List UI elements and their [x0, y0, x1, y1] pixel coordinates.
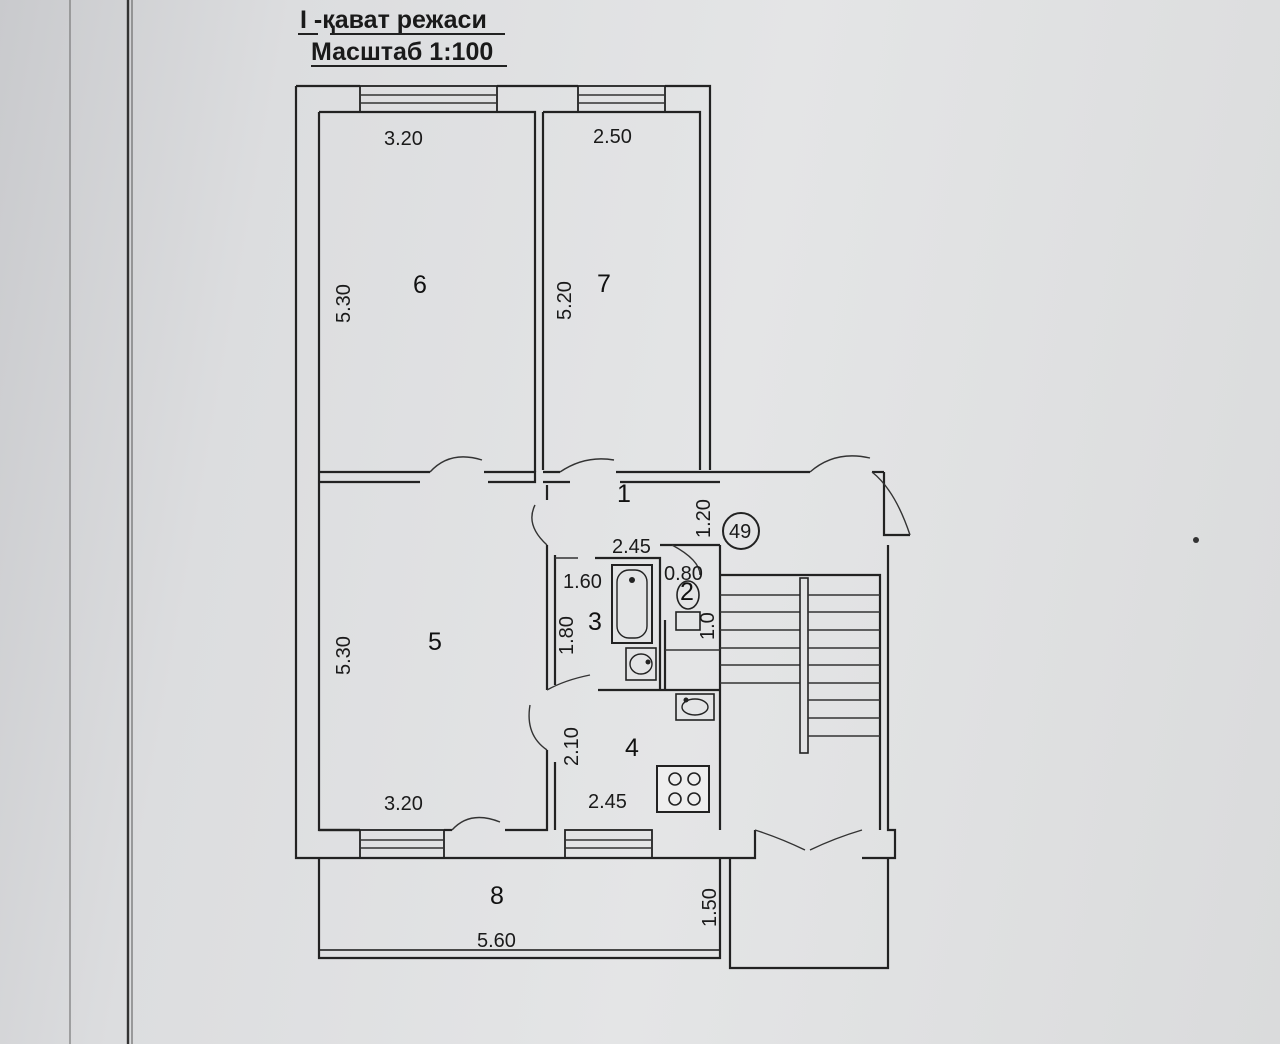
dimension-label: 1.50 [699, 888, 721, 927]
staircase [720, 471, 911, 860]
room-number: 1 [617, 480, 631, 508]
room-number: 2 [680, 578, 694, 606]
room-number: 8 [490, 882, 504, 910]
floor-title: I -қават режаси [300, 6, 487, 34]
room-number: 4 [625, 734, 639, 762]
dimension-label: 5.20 [554, 281, 576, 320]
dimension-label: 2.10 [561, 727, 583, 766]
paper-mark [1193, 537, 1199, 543]
dimension-label: 5.60 [477, 930, 516, 952]
dimension-label: 5.30 [333, 636, 355, 675]
dimension-label: 1.60 [563, 571, 602, 593]
window-room6 [359, 85, 498, 113]
window-room7 [577, 85, 666, 113]
dimension-label: 3.20 [384, 128, 423, 150]
kitchen-sink-icon [675, 693, 715, 721]
room-number: 3 [588, 608, 602, 636]
window-room4 [564, 829, 653, 859]
dimension-label: 1.80 [556, 616, 578, 655]
service-block [528, 504, 722, 830]
balcony [317, 858, 890, 970]
stove-icon [656, 765, 710, 813]
apartment-number-circle [722, 512, 760, 550]
dimension-label: 1.20 [693, 499, 715, 538]
room-number: 6 [413, 271, 427, 299]
apartment-number: 49 [729, 521, 751, 543]
bathtub-icon [611, 564, 653, 644]
room-number: 5 [428, 628, 442, 656]
dimension-label: 1.0 [697, 612, 719, 640]
scale-label: Масштаб 1:100 [311, 38, 493, 66]
room-number: 7 [597, 270, 611, 298]
dimension-label: 2.45 [588, 791, 627, 813]
dimension-label: 3.20 [384, 793, 423, 815]
dimension-label: 2.50 [593, 126, 632, 148]
window-room5 [359, 829, 445, 859]
bathroom-sink-icon [625, 647, 657, 681]
dimension-label: 2.45 [612, 536, 651, 558]
toilet-icon [675, 580, 701, 631]
room5-walls [319, 485, 757, 860]
corridor-wall [319, 455, 884, 484]
dimension-label: 5.30 [333, 284, 355, 323]
dimension-label: 0.80 [664, 563, 703, 585]
